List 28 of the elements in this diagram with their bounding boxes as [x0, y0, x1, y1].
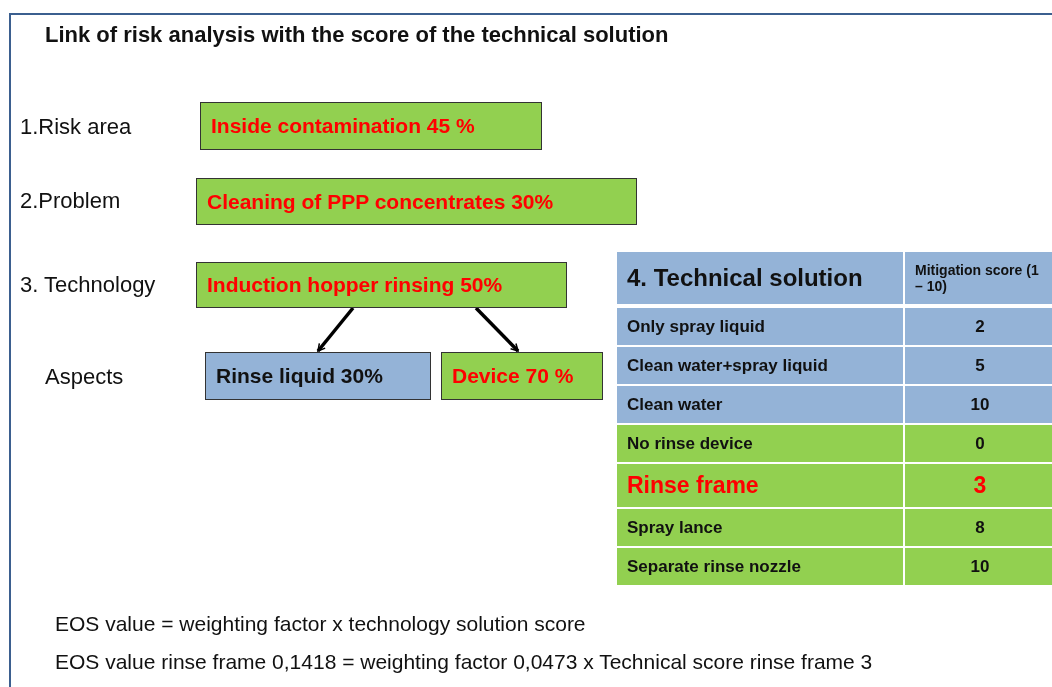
table-cell: Clean water+spray liquid — [617, 347, 905, 386]
table-cell: Spray lance — [617, 509, 905, 548]
table-cell: 3 — [905, 464, 1052, 509]
row-label: 3. Technology — [20, 272, 156, 298]
row-label: Aspects — [45, 364, 124, 390]
process-box: Cleaning of PPP concentrates 30% — [196, 178, 637, 225]
arrow — [474, 306, 520, 353]
row-label: 2.Problem — [20, 188, 121, 214]
table-cell: 8 — [905, 509, 1052, 548]
table-cell: Clean water — [617, 386, 905, 425]
table-cell: 10 — [905, 548, 1052, 587]
process-box: Rinse liquid 30% — [205, 352, 431, 400]
table-cell: Separate rinse nozzle — [617, 548, 905, 587]
process-box: Induction hopper rinsing 50% — [196, 262, 567, 308]
table-cell: No rinse device — [617, 425, 905, 464]
row-label: 1.Risk area — [20, 114, 132, 140]
title: Link of risk analysis with the score of the technical solution — [45, 22, 669, 48]
formula-text: EOS value = weighting factor x technology solution score — [55, 612, 586, 636]
table-cell: Rinse frame — [617, 464, 905, 509]
formula-text: EOS value rinse frame 0,1418 = weighting factor 0,0473 x Technical score rinse frame 3 — [55, 650, 873, 674]
table-cell: 0 — [905, 425, 1052, 464]
table-cell: Only spray liquid — [617, 308, 905, 347]
table-cell: 2 — [905, 308, 1052, 347]
table-cell: 10 — [905, 386, 1052, 425]
table-cell: 5 — [905, 347, 1052, 386]
process-box: Inside contamination 45 % — [200, 102, 542, 150]
process-box: Device 70 % — [441, 352, 603, 400]
arrow — [316, 306, 355, 353]
